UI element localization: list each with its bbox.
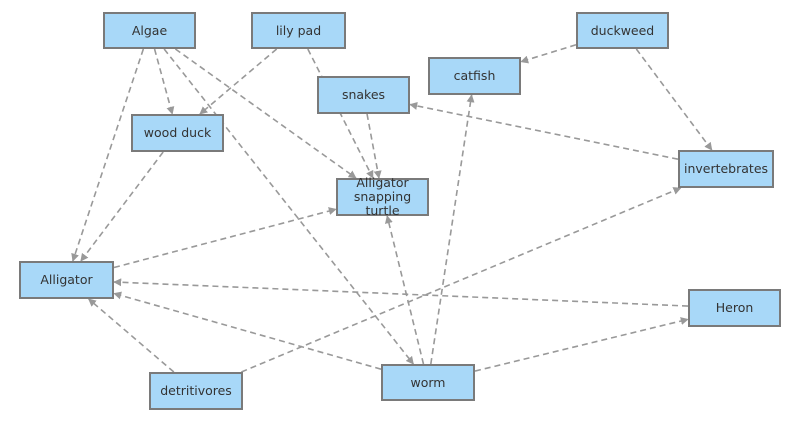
edge-worm-to-alligator xyxy=(113,291,382,370)
edge-alligator-to-alligator-snapping-turtle xyxy=(113,207,337,269)
edge-algae-to-alligator-snapping-turtle xyxy=(174,48,357,179)
node-alligator: Alligator xyxy=(19,261,114,299)
edge-algae-to-worm xyxy=(163,48,414,365)
node-wood-duck: wood duck xyxy=(131,114,224,152)
edge-duckweed-to-catfish xyxy=(520,44,577,64)
edge-worm-to-catfish xyxy=(430,94,475,365)
edge-detritivores-to-alligator xyxy=(88,298,175,373)
edge-algae-to-alligator xyxy=(71,48,145,262)
edge-snakes-to-alligator-snapping-turtle xyxy=(366,113,382,179)
node-heron: Heron xyxy=(688,289,781,327)
edge-invertebrates-to-snakes xyxy=(409,102,679,160)
node-duckweed: duckweed xyxy=(576,12,669,49)
node-snakes: snakes xyxy=(317,76,410,114)
node-worm: worm xyxy=(381,364,475,401)
edge-algae-to-wood-duck xyxy=(153,48,175,115)
node-algae: Algae xyxy=(103,12,196,49)
node-detritivores: detritivores xyxy=(149,372,243,410)
node-lily-pad: lily pad xyxy=(251,12,346,49)
edge-detritivores-to-invertebrates xyxy=(241,187,682,373)
edge-worm-to-alligator-snapping-turtle xyxy=(384,215,425,365)
edge-wood-duck-to-alligator xyxy=(80,151,164,262)
node-invertebrates: invertebrates xyxy=(678,150,774,188)
node-alligator-snapping-turtle: Alligator snapping turtle xyxy=(336,176,429,218)
edge-duckweed-to-invertebrates xyxy=(635,48,713,151)
edge-heron-to-alligator xyxy=(113,278,689,307)
node-catfish: catfish xyxy=(428,57,521,95)
edge-worm-to-heron xyxy=(474,317,689,372)
edge-lily-pad-to-wood-duck xyxy=(199,48,278,115)
